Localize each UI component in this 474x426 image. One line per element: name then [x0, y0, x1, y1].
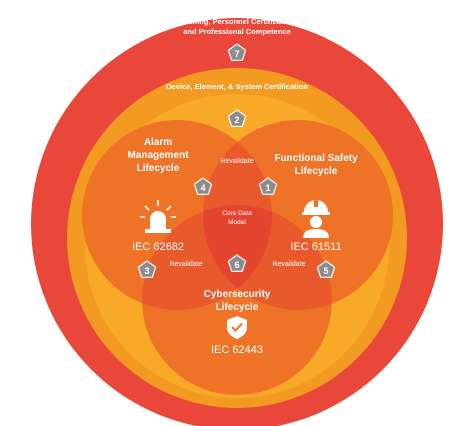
hard-hat-worker-icon	[302, 199, 330, 238]
badge-shape	[227, 109, 247, 127]
badge-shape	[193, 177, 213, 195]
middle-ring-title: Device, Element, & System Certification	[166, 82, 308, 91]
badge-6: 6	[227, 254, 247, 272]
alarm-title-line3: Lifecycle	[137, 163, 180, 174]
badge-number: 7	[234, 49, 239, 59]
outer-ring-title-line2: and Professional Competence	[183, 27, 291, 36]
cyber-title-line1: Cybersecurity	[204, 289, 271, 300]
badge-5: 5	[316, 260, 336, 278]
badge-number: 5	[323, 266, 328, 276]
alarm-standard: IEC 62682	[132, 241, 184, 253]
badge-1: 1	[258, 177, 278, 195]
badge-7: 7	[227, 43, 247, 61]
badge-2: 2	[227, 109, 247, 127]
badge-shape	[227, 254, 247, 272]
badge-number: 4	[200, 183, 205, 193]
badge-4: 4	[193, 177, 213, 195]
alarm-beacon-icon	[140, 200, 176, 233]
safety-title-line1: Functional Safety	[274, 153, 358, 164]
safety-title-line2: Lifecycle	[295, 166, 338, 177]
cyber-title-line2: Lifecycle	[216, 302, 259, 313]
badge-number: 6	[234, 260, 239, 270]
badge-shape	[137, 260, 157, 278]
badge-number: 2	[234, 115, 239, 125]
badge-shape	[258, 177, 278, 195]
badge-3: 3	[137, 260, 157, 278]
safety-standard: IEC 61511	[290, 241, 341, 253]
alarm-title-line2: Management	[127, 150, 189, 161]
badge-shape	[227, 43, 247, 61]
revalidate-top-label: Revalidate	[220, 158, 253, 165]
badge-number: 3	[144, 266, 149, 276]
revalidate-left-label: Revalidate	[169, 261, 202, 268]
badge-shape	[316, 260, 336, 278]
alarm-title-line1: Alarm	[144, 137, 172, 148]
cyber-standard: IEC 62443	[211, 344, 263, 356]
shield-check-icon	[227, 316, 247, 339]
revalidate-right-label: Revalidate	[272, 261, 305, 268]
badge-number: 1	[265, 183, 270, 193]
core-data-model-line2: Model	[228, 219, 246, 226]
outer-ring-title-line1: Training, Personnel Certification	[179, 17, 295, 26]
core-data-model-line1: Core Data	[222, 210, 252, 217]
